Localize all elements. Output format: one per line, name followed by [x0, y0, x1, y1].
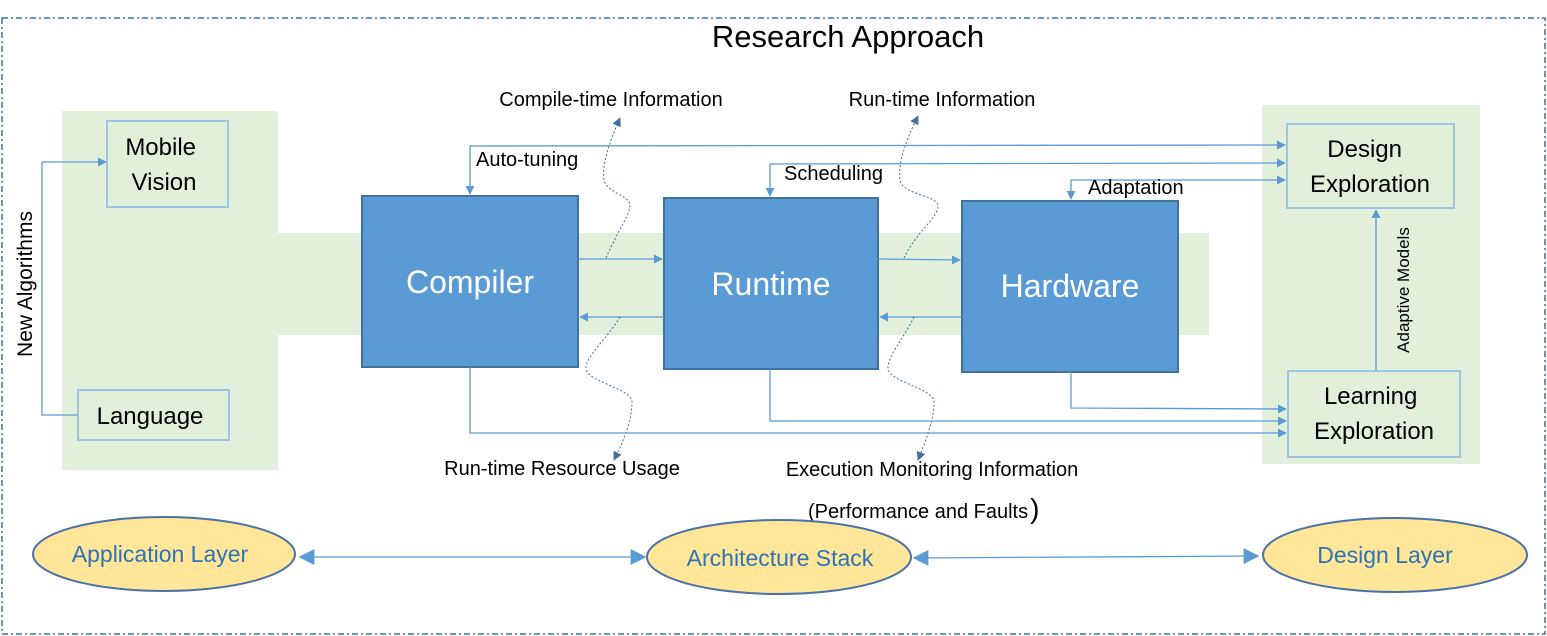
adaptation-loop — [1066, 175, 1286, 200]
scheduling-label: Scheduling — [784, 163, 883, 185]
arch-design-link-arrow — [912, 548, 1260, 566]
design-exploration-label: Design Exploration — [1310, 136, 1430, 198]
compiler-label: Compiler — [406, 264, 534, 300]
language-box — [77, 389, 230, 441]
run-time-info-label: Run-time Information — [849, 89, 1036, 111]
design-exploration-box — [1286, 123, 1455, 209]
compiler-to-learning-line — [469, 367, 1287, 438]
algorithms-connector — [41, 157, 107, 416]
learning-exploration-label: Learning Exploration — [1314, 383, 1434, 445]
adaptation-label: Adaptation — [1088, 177, 1184, 199]
design-layer-label: Design Layer — [1317, 542, 1453, 568]
language-label: Language — [97, 403, 204, 430]
auto-tuning-label: Auto-tuning — [476, 149, 578, 171]
exec-monitoring-label: Execution Monitoring Information — [786, 459, 1078, 481]
hardware-block — [961, 200, 1179, 373]
runtime-label: Runtime — [711, 266, 830, 302]
application-layer-ellipse — [32, 516, 296, 592]
runtime-block — [663, 197, 879, 370]
architecture-stack-ellipse — [646, 519, 912, 595]
new-algorithms-label: New Algorithms — [14, 211, 37, 357]
compile-time-info-label: Compile-time Information — [499, 89, 722, 111]
outer-border — [1, 17, 1546, 635]
run-time-resource-callout — [585, 316, 633, 461]
run-time-resource-usage-label: Run-time Resource Usage — [444, 458, 680, 480]
auto-tuning-loop — [465, 140, 1286, 195]
mobile-vision-label: Mobile Vision — [125, 134, 202, 196]
runtime-to-hardware-arrow — [877, 255, 961, 265]
architecture-stack-label: Architecture Stack — [687, 545, 874, 571]
design-layer-ellipse — [1262, 517, 1528, 593]
application-layer-label: Application Layer — [72, 541, 249, 567]
diagram-title: Research Approach — [712, 19, 984, 54]
hardware-label: Hardware — [1001, 268, 1140, 304]
runtime-to-learning-line — [769, 369, 1287, 426]
learning-exploration-box — [1287, 370, 1461, 458]
hardware-to-learning-line — [1070, 372, 1287, 414]
mobile-vision-box — [106, 120, 229, 208]
scheduling-loop — [765, 158, 1286, 197]
exec-monitoring-callout — [887, 316, 935, 461]
perf-faults-label: (Performance and Faults) — [808, 493, 1039, 524]
adaptive-models-label: Adaptive Models — [1394, 227, 1413, 353]
